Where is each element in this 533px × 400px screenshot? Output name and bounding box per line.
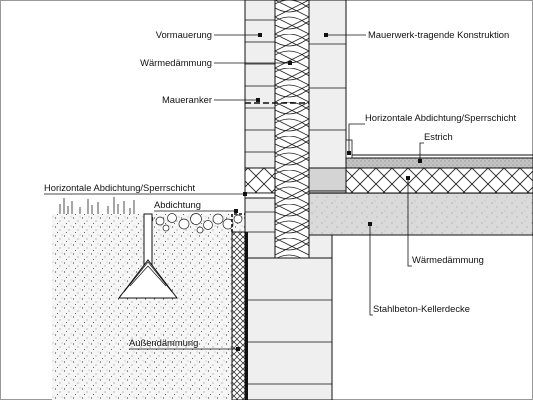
basement-wall [244,234,333,400]
label-abdichtung-left: Horizontale Abdichtung/Sperrschicht [44,182,196,193]
marker-waermedaemmung-wall [288,61,292,65]
marker-kellerdecke [368,222,372,226]
marker-estrich [418,159,422,163]
vormauerung-wall [244,0,276,194]
label-kellerdecke: Stahlbeton-Kellerdecke [373,303,470,314]
marker-aussendaemmung [236,347,240,351]
grass-surface [59,197,135,214]
lower-wall-outer [244,197,276,259]
label-maueranker: Maueranker [162,94,212,105]
floor-insulation [345,167,533,194]
label-waermedaemmung-wall: Wärmedämmung [140,57,212,68]
soil [52,214,245,400]
marker-maueranker [256,98,260,102]
label-aussendaemmung: Außendämmung [129,337,198,348]
label-vormauerung: Vormauerung [156,29,212,40]
marker-abdichtung [234,209,238,213]
screed-layer [345,157,533,169]
label-mauerwerk: Mauerwerk-tragende Konstruktion [368,29,509,40]
horizontal-barrier-outer [244,192,276,199]
marker-waermedaemmung-floor [406,176,410,180]
gravel-layer [146,213,243,234]
label-abdichtung-right: Horizontale Abdichtung/Sperrschicht [365,112,517,123]
load-bearing-wall [308,0,347,192]
concrete-slab [308,192,533,236]
ground-stake [117,213,179,299]
label-abdichtung: Abdichtung [154,199,201,210]
exterior-insulation [231,231,248,400]
marker-abdichtung-right [347,151,351,155]
label-estrich: Estrich [424,131,453,142]
marker-vormauerung [258,33,262,37]
marker-mauerwerk [324,33,328,37]
label-waermedaemmung-floor: Wärmedämmung [412,254,484,265]
wall-insulation [274,0,310,259]
waterproofing-line [231,213,245,232]
marker-abdichtung-left [243,192,247,196]
